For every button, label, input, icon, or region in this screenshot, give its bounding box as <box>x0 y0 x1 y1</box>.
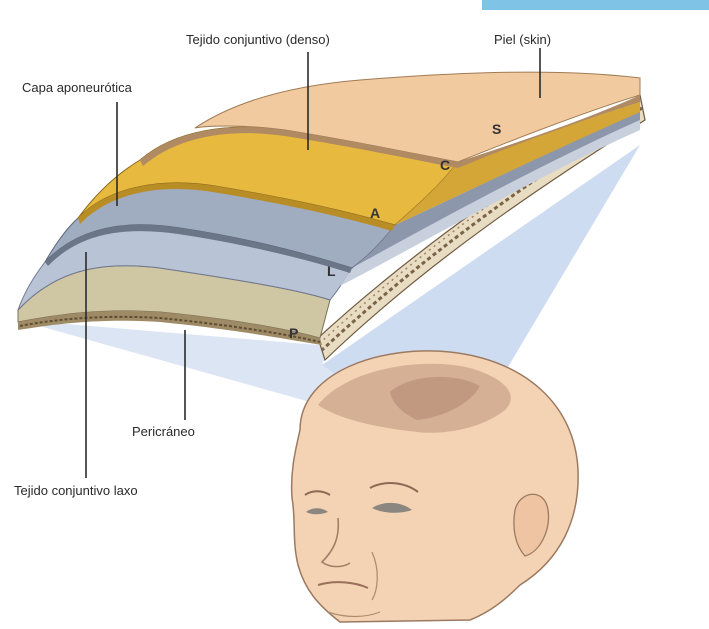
letter-loose: L <box>327 263 336 279</box>
letter-pericranium: P <box>289 325 298 341</box>
letter-skin: S <box>492 121 501 137</box>
label-loose-connective: Tejido conjuntivo laxo <box>14 483 138 498</box>
top-blue-bar <box>482 0 709 10</box>
label-skin: Piel (skin) <box>494 32 551 47</box>
letter-connective: C <box>440 157 450 173</box>
label-aponeurotic-layer: Capa aponeurótica <box>22 80 133 95</box>
label-dense-connective: Tejido conjuntivo (denso) <box>186 32 330 47</box>
head-illustration <box>292 351 579 622</box>
label-pericranium: Pericráneo <box>132 424 195 439</box>
letter-aponeurosis: A <box>370 205 380 221</box>
